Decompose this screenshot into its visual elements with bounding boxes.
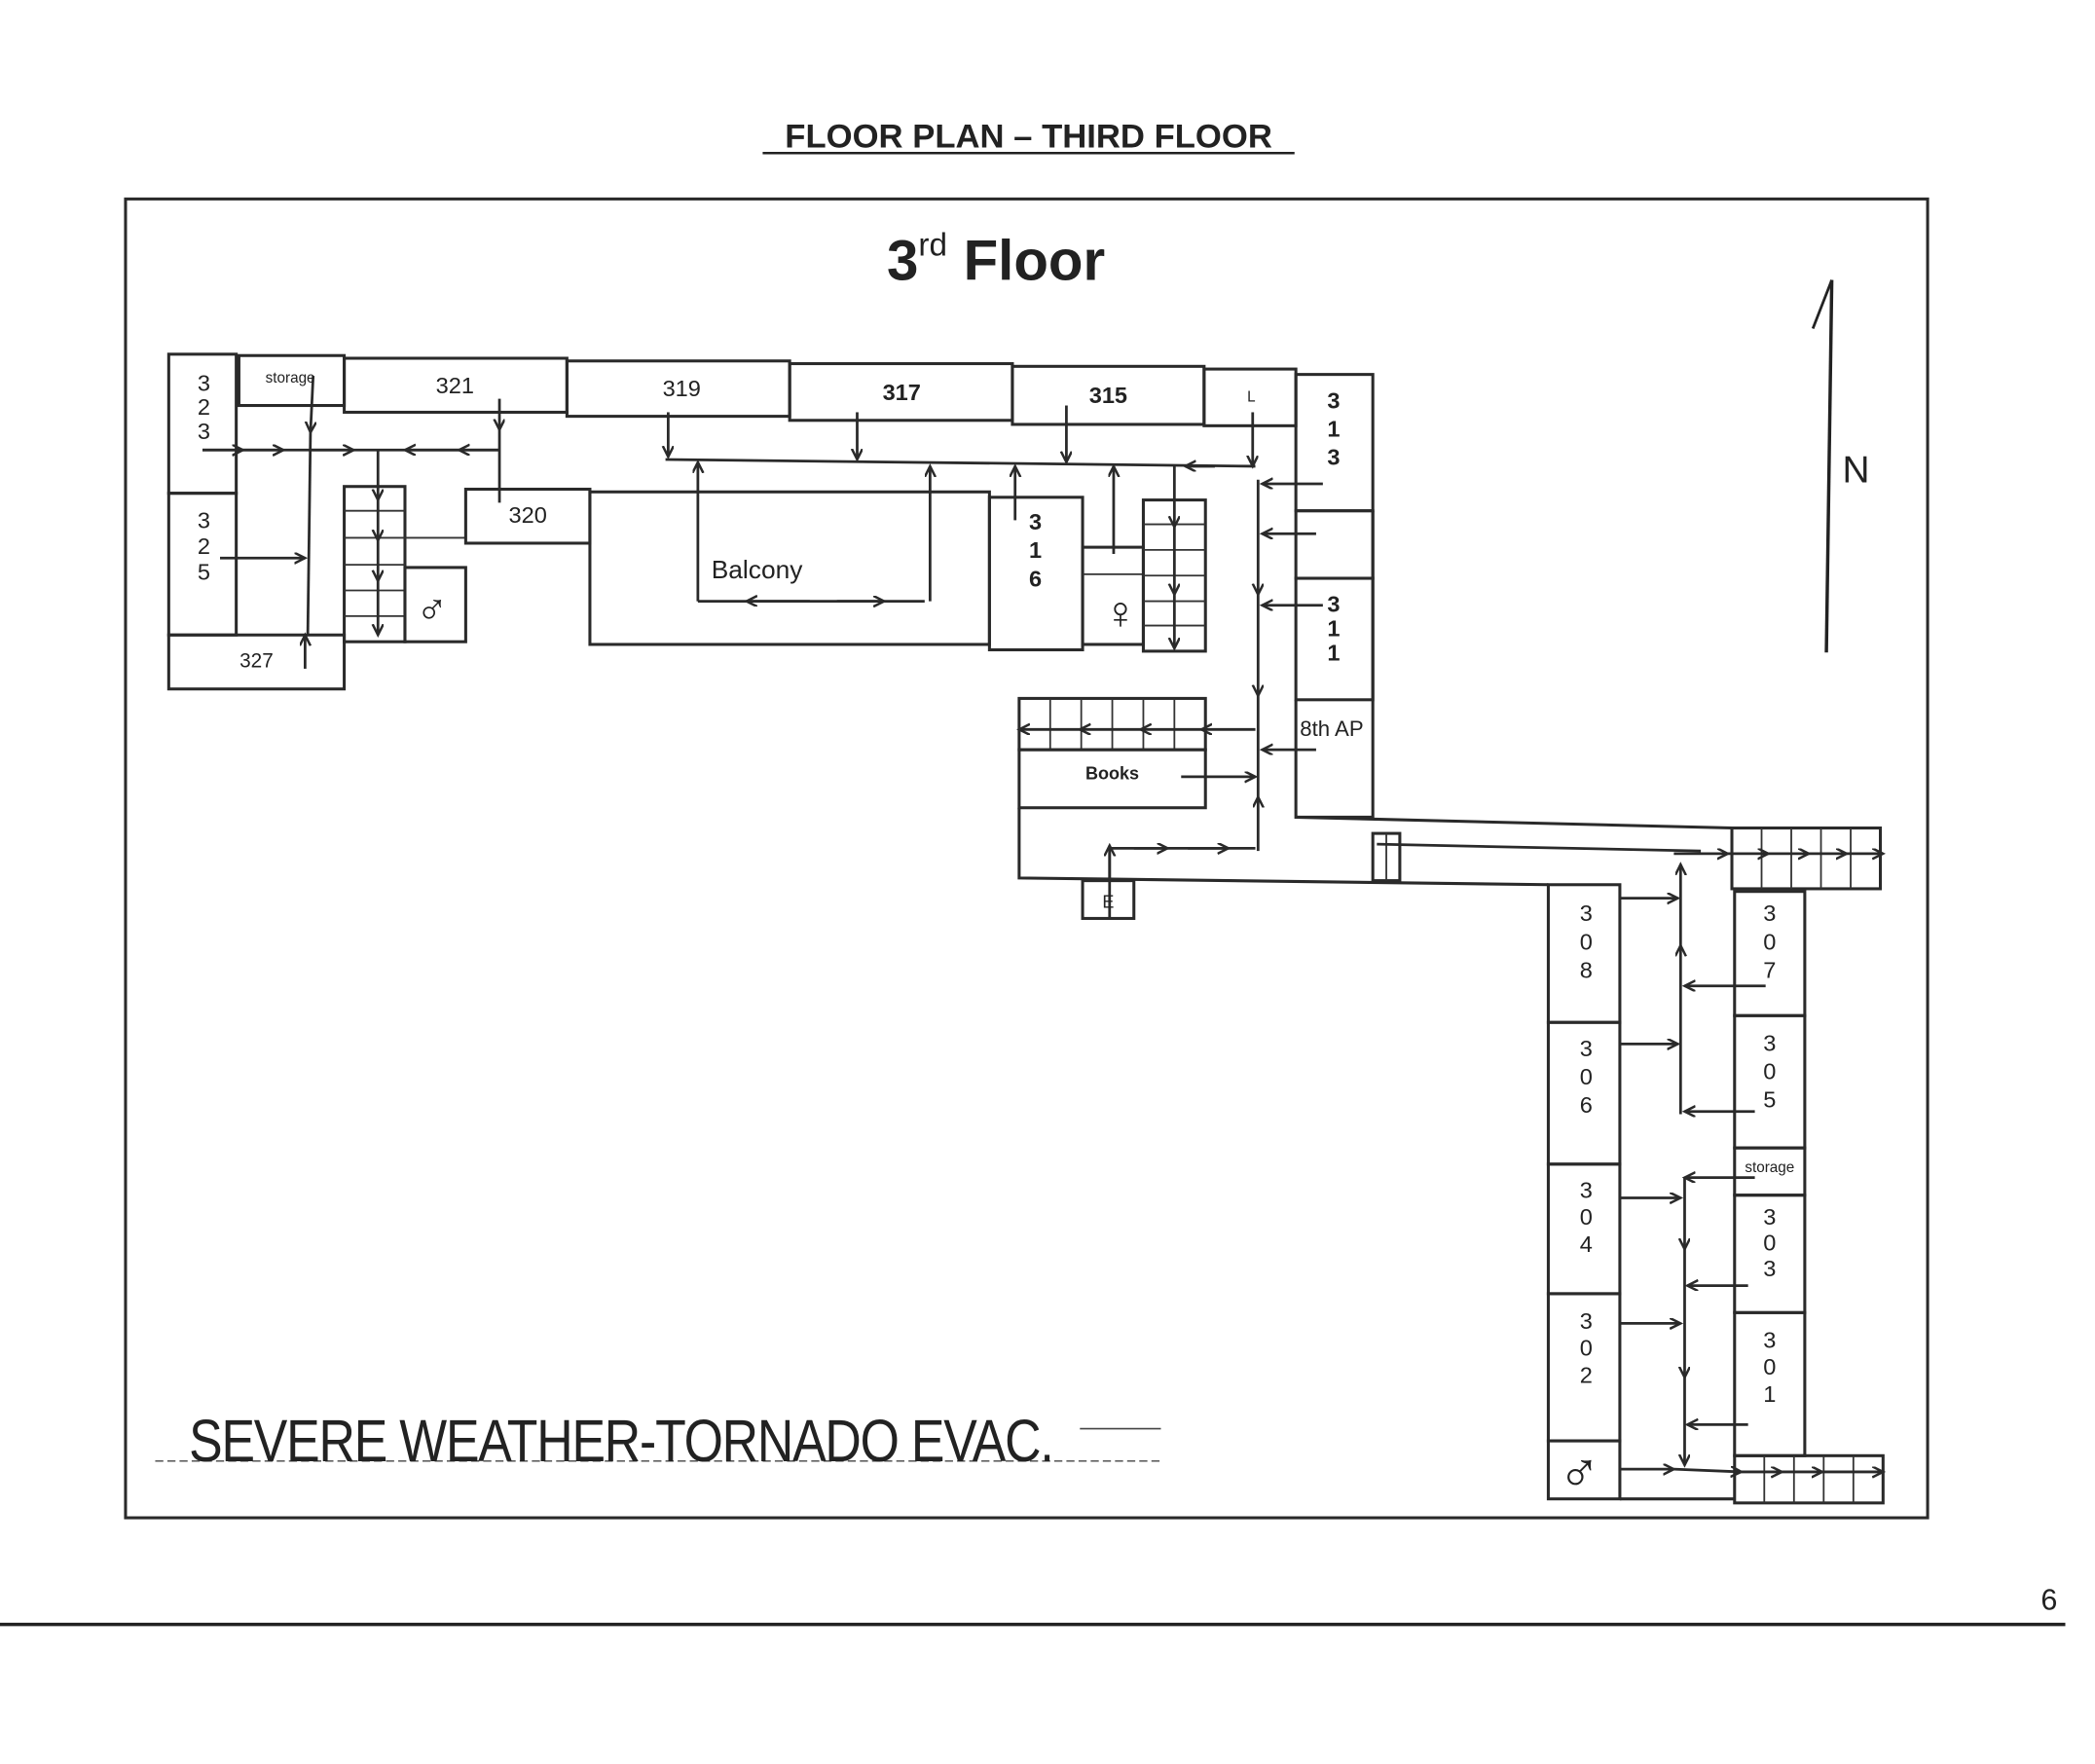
room-8th-ap: 8th AP bbox=[1300, 717, 1363, 741]
north-wing bbox=[166, 352, 1733, 920]
room-lift: L bbox=[1247, 388, 1255, 405]
page-title: FLOOR PLAN – THIRD FLOOR bbox=[785, 119, 1272, 156]
evac-note: SEVERE WEATHER-TORNADO EVAC. bbox=[189, 1408, 1052, 1474]
balcony-label: Balcony bbox=[712, 555, 804, 584]
plan-frame bbox=[124, 197, 1930, 1520]
room-317: 317 bbox=[883, 380, 921, 405]
page-number: 6 bbox=[2040, 1583, 2057, 1616]
womens-restroom-icon: ♀ bbox=[1103, 586, 1137, 638]
room-321: 321 bbox=[436, 373, 474, 398]
evacuation-routes bbox=[202, 375, 1883, 1472]
mens-restroom-south-icon: ♂ bbox=[1558, 1442, 1600, 1505]
south-wing bbox=[1546, 827, 1885, 1505]
heading-number: 3 bbox=[887, 230, 918, 293]
plan-heading: 3rd Floor bbox=[887, 228, 1105, 293]
exit-label: E bbox=[1102, 892, 1114, 911]
north-arrow-icon bbox=[1811, 279, 1834, 653]
heading-word: Floor bbox=[964, 230, 1106, 293]
room-storage-top: storage bbox=[266, 370, 315, 386]
north-label: N bbox=[1843, 450, 1870, 492]
room-320: 320 bbox=[508, 502, 546, 528]
room-books: Books bbox=[1085, 764, 1139, 784]
room-315: 315 bbox=[1089, 383, 1127, 408]
room-327: 327 bbox=[239, 650, 274, 673]
room-319: 319 bbox=[663, 376, 701, 401]
heading-suffix: rd bbox=[918, 228, 947, 264]
mens-restroom-icon: ♂ bbox=[416, 586, 448, 634]
room-storage-right: storage bbox=[1745, 1159, 1794, 1176]
